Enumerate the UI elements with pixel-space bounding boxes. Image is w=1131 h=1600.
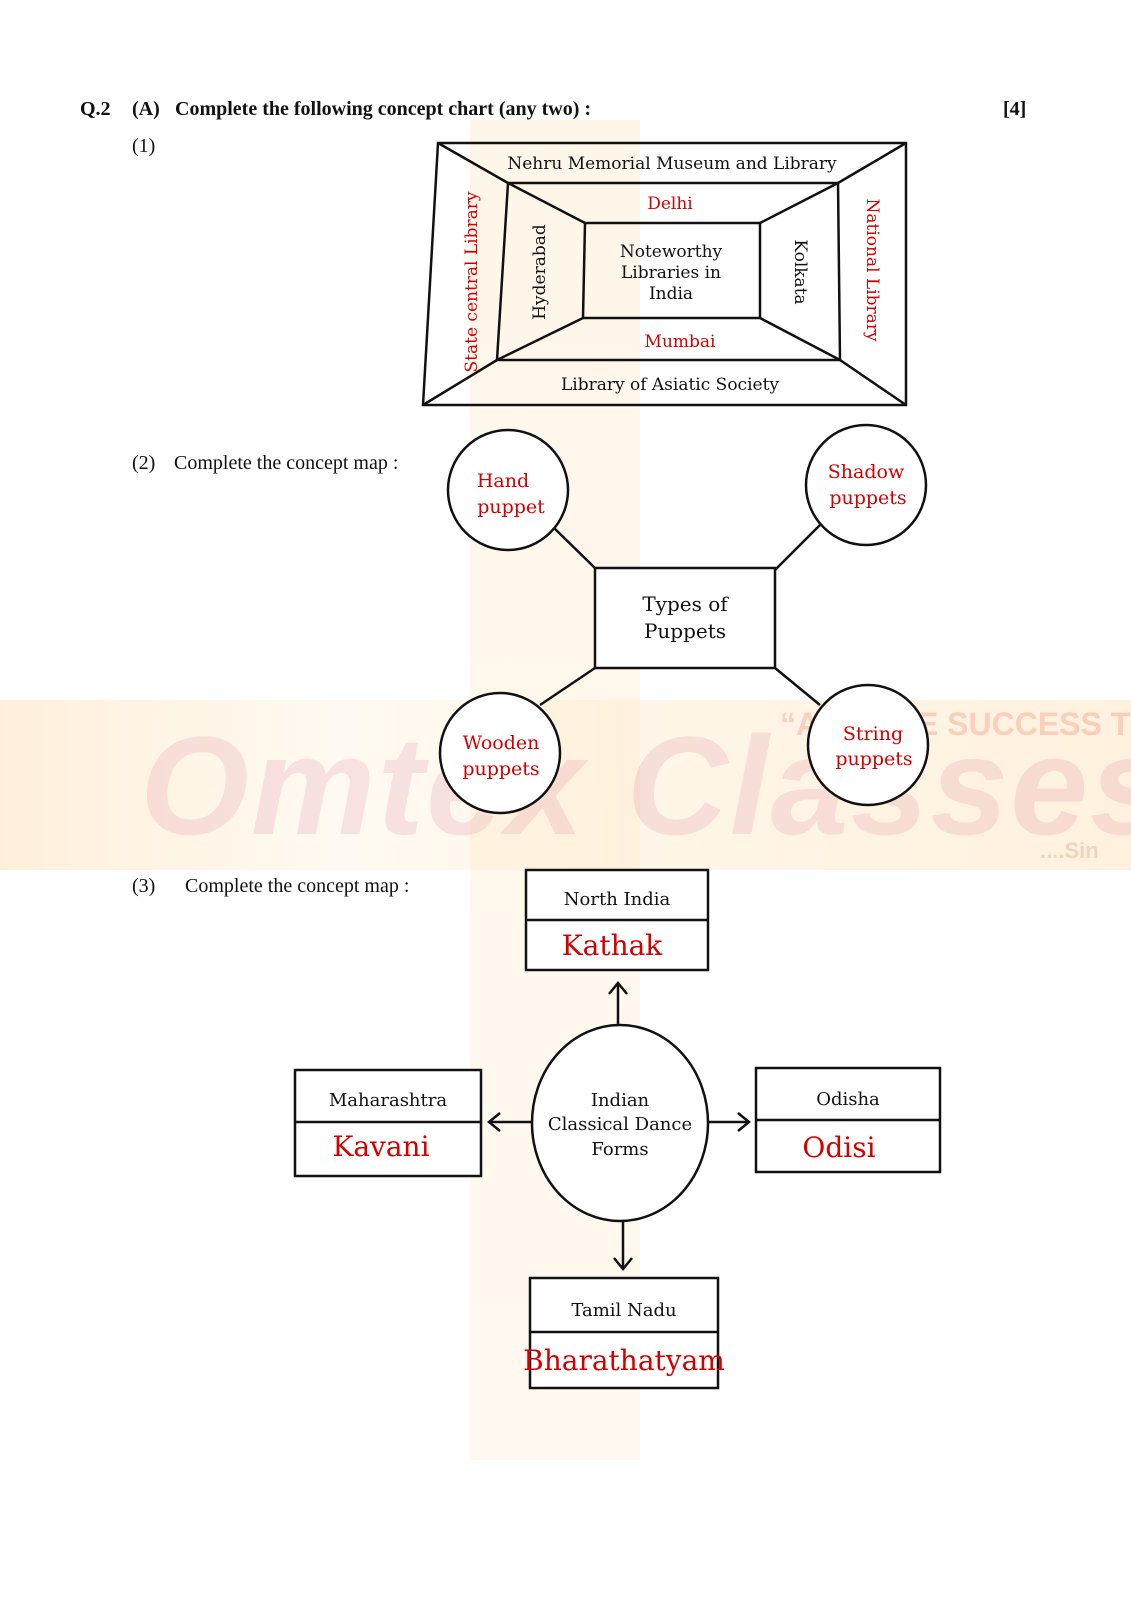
string-puppets-line-2: puppets [835, 748, 912, 770]
string-puppets-line-1: String [843, 723, 903, 745]
hand-puppet-circle [446, 428, 570, 552]
puppets-center-box [593, 566, 777, 670]
question-marks: [4] [1003, 98, 1027, 120]
dance-center-ellipse [530, 1023, 710, 1223]
center-line-3: India [649, 284, 693, 304]
watermark-since: ....Sin [1040, 838, 1099, 863]
wooden-puppets-line-2: puppets [462, 758, 539, 780]
national-library-label: National Library [862, 198, 882, 341]
north-box [524, 868, 710, 972]
east-box [754, 1066, 942, 1174]
center-line-1: Noteworthy [620, 242, 723, 262]
nehru-library-label: Nehru Memorial Museum and Library [507, 154, 837, 174]
wooden-puppets-line-1: Wooden [463, 732, 540, 754]
puppets-connectors [539, 524, 821, 707]
west-dance: Kavani [332, 1130, 429, 1163]
asiatic-society-label: Library of Asiatic Society [561, 375, 779, 395]
south-region: Tamil Nadu [571, 1300, 676, 1321]
dance-center-line-3: Forms [591, 1139, 648, 1160]
state-central-library-label: State central Library [462, 191, 482, 372]
shadow-puppets-circle [804, 423, 928, 547]
west-box [293, 1068, 483, 1178]
library-frame-chart [421, 141, 908, 407]
east-region: Odisha [816, 1089, 880, 1110]
south-box [528, 1276, 720, 1390]
item2-number: (2) [132, 452, 156, 474]
question-instruction: Complete the following concept chart (an… [175, 98, 592, 120]
delhi-label: Delhi [647, 194, 693, 214]
dance-arrows [487, 981, 751, 1271]
west-region: Maharashtra [329, 1090, 447, 1111]
item1-number: (1) [132, 135, 156, 157]
kolkata-label: Kolkata [790, 239, 810, 304]
puppets-center-line-2: Puppets [644, 619, 726, 643]
string-puppets-circle [806, 683, 930, 807]
watermark-horizontal-band [0, 700, 1131, 870]
hyderabad-label: Hyderabad [530, 224, 550, 320]
question-part: (A) [132, 98, 160, 120]
watermark-brand: Omtex Classes [140, 707, 1131, 864]
shadow-puppets-line-2: puppets [829, 487, 906, 509]
north-region: North India [564, 889, 671, 910]
hand-puppet-line-2: puppet [477, 496, 545, 518]
puppets-center-line-1: Types of [642, 592, 729, 616]
hand-puppet-line-1: Hand [477, 470, 529, 492]
item3-number: (3) [132, 875, 156, 897]
north-dance: Kathak [562, 929, 664, 962]
wooden-puppets-circle [438, 691, 562, 815]
dance-center-line-1: Indian [591, 1090, 650, 1111]
dance-center-line-2: Classical Dance [548, 1114, 692, 1135]
item2-prompt: Complete the concept map : [174, 452, 399, 474]
south-dance: Bharathatyam [523, 1344, 725, 1377]
center-line-2: Libraries in [621, 263, 721, 283]
question-number: Q.2 [80, 98, 111, 120]
shadow-puppets-line-1: Shadow [828, 461, 905, 483]
mumbai-label: Mumbai [645, 332, 716, 352]
east-dance: Odisi [802, 1131, 875, 1164]
item3-prompt: Complete the concept map : [185, 875, 410, 897]
